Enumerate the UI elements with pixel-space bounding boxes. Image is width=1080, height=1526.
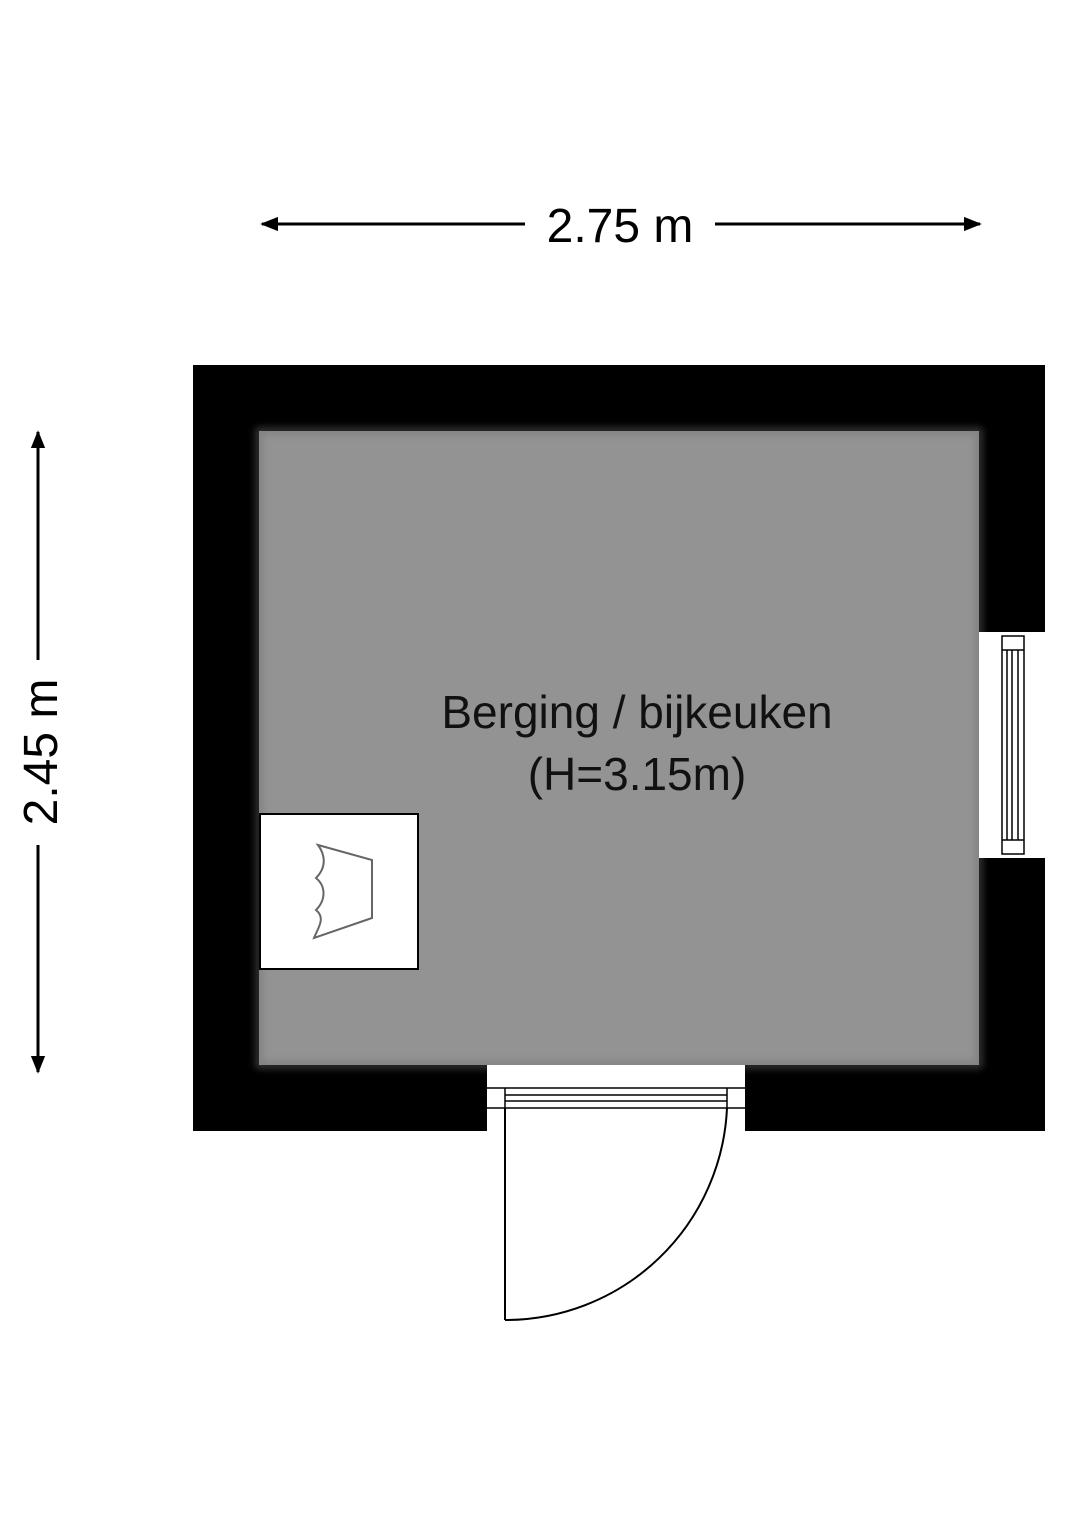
height-label: 2.45 m	[15, 679, 68, 826]
height-dimension: 2.45 m	[15, 430, 68, 1074]
washbasin-icon	[259, 813, 419, 970]
room-ceiling-height: (H=3.15m)	[528, 748, 747, 800]
room-label: Berging / bijkeuken (H=3.15m)	[441, 686, 832, 800]
width-label: 2.75 m	[547, 200, 694, 253]
door-swing-arc	[504, 1107, 728, 1322]
door-icon	[487, 1065, 745, 1322]
width-dimension: 2.75 m	[260, 200, 982, 253]
window-icon	[979, 632, 1045, 858]
room-name: Berging / bijkeuken	[441, 686, 832, 738]
